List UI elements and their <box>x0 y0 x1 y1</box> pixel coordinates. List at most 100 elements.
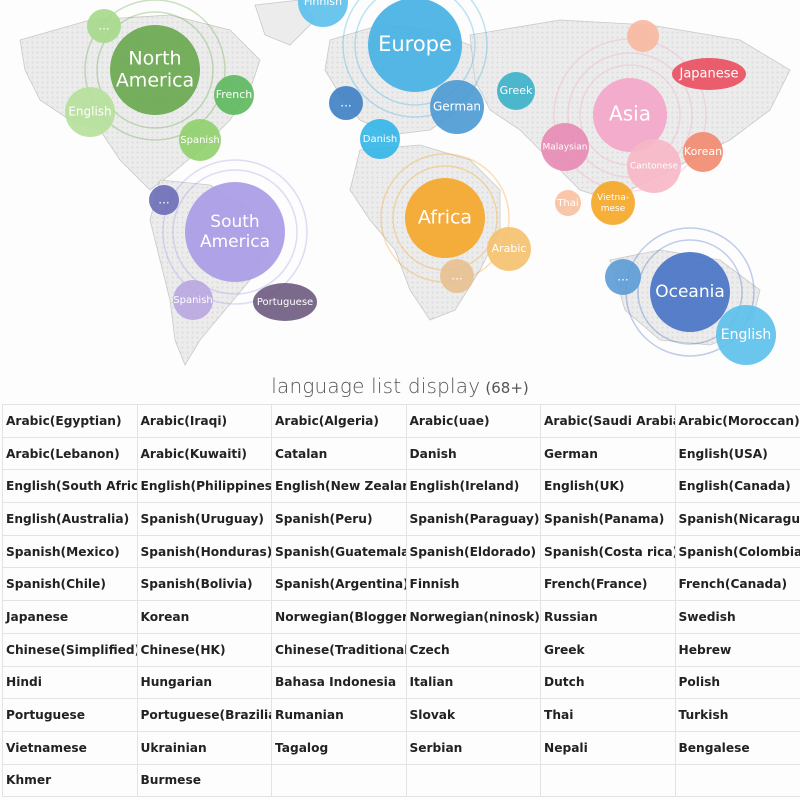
language-cell: Spanish(Chile) <box>2 567 138 602</box>
language-bubble-na-spanish: Spanish <box>179 119 221 161</box>
language-row: English(South Africa)English(Philippines… <box>2 469 800 504</box>
region-bubble-europe: Europe <box>342 0 488 118</box>
language-bubble-label: Portuguese <box>257 297 313 308</box>
language-cell: Spanish(Paraguay) <box>405 502 541 536</box>
language-cell: Rumanian <box>271 698 407 732</box>
language-bubble-shape <box>173 280 213 320</box>
language-cell: English(UK) <box>540 469 676 504</box>
language-bubble-label: Vietna- <box>597 193 629 203</box>
language-cell: Tagalog <box>271 730 407 765</box>
language-bubble-shape <box>627 139 681 193</box>
language-list-table: Arabic(Egyptian)Arabic(Iraqi)Arabic(Alge… <box>2 404 800 798</box>
language-cell: English(Ireland) <box>405 469 541 504</box>
language-bubble-label: ... <box>451 269 462 283</box>
language-bubble-shape <box>591 181 635 225</box>
language-bubble-af-arabic: Arabic <box>487 227 531 271</box>
language-cell <box>405 763 541 798</box>
language-cell: Spanish(Colombian) <box>674 534 800 569</box>
language-bubble-eu-more: ... <box>329 86 363 120</box>
language-bubble-label: Arabic <box>492 242 527 255</box>
region-ring <box>162 159 308 305</box>
language-bubble-shape <box>360 119 400 159</box>
language-cell: Ukrainian <box>136 730 272 765</box>
language-bubble-label: Malaysian <box>542 143 587 153</box>
language-cell <box>540 763 676 798</box>
language-bubble-shape <box>672 58 746 90</box>
region-circle <box>185 182 285 282</box>
region-ring <box>84 0 226 141</box>
language-cell: Arabic(Saudi Arabia) <box>540 404 676 438</box>
language-cell: Danish <box>405 436 541 471</box>
language-cell: Spanish(Eldorado) <box>405 534 541 569</box>
language-bubble-as-japanese: Japanese <box>672 58 746 90</box>
language-bubble-shape <box>149 185 179 215</box>
language-bubble-shape <box>683 132 723 172</box>
language-bubble-na-french: French <box>214 75 254 115</box>
language-cell: Chinese(Traditional) <box>271 632 407 667</box>
language-bubble-shape <box>497 72 535 110</box>
region-circle <box>368 0 462 92</box>
language-bubble-shape <box>605 259 641 295</box>
language-bubble-as-more <box>627 20 659 52</box>
language-bubble-label: Cantonese <box>630 162 678 172</box>
language-cell: Czech <box>405 632 541 667</box>
region-circle <box>110 25 200 115</box>
language-bubble-eu-greek: Greek <box>497 72 535 110</box>
language-bubble-na-more: ... <box>87 9 121 43</box>
language-bubble-label: Danish <box>363 134 398 145</box>
language-cell: German <box>540 436 676 471</box>
language-bubble-shape <box>253 283 317 321</box>
language-bubble-label: Korean <box>684 145 722 158</box>
language-cell <box>674 763 800 798</box>
language-cell: Bahasa Indonesia <box>271 665 407 700</box>
language-cell: Chinese(Simplified) <box>2 632 138 667</box>
language-cell: Arabic(uae) <box>405 404 541 438</box>
language-cell: Portuguese <box>2 698 138 732</box>
language-bubble-label: Finnish <box>304 0 342 8</box>
language-cell: Greek <box>540 632 676 667</box>
region-ring <box>637 239 743 345</box>
heading-text: language list display <box>271 374 481 398</box>
language-cell: Norwegian(ninosk) <box>405 600 541 634</box>
language-cell: Nepali <box>540 730 676 765</box>
language-bubble-shape <box>179 119 221 161</box>
language-bubble-eu-danish: Danish <box>360 119 400 159</box>
language-cell: Korean <box>136 600 272 634</box>
language-cell: Slovak <box>405 698 541 732</box>
language-cell: Japanese <box>2 600 138 634</box>
region-label: Africa <box>418 207 472 229</box>
language-row: Spanish(Mexico)Spanish(Honduras)Spanish(… <box>2 534 800 569</box>
language-bubbles: NorthAmericaEuropeAsiaSouthAmericaAfrica… <box>65 0 776 365</box>
region-label: America <box>200 232 270 252</box>
language-bubble-sa-portuguese: Portuguese <box>253 283 317 321</box>
language-bubble-as-malaysian: Malaysian <box>541 123 589 171</box>
language-cell: Italian <box>405 665 541 700</box>
heading-count: (68+) <box>485 379 529 397</box>
language-bubble-label: English <box>721 327 772 343</box>
language-cell: Swedish <box>674 600 800 634</box>
region-label: Europe <box>378 32 452 56</box>
language-cell: French(France) <box>540 567 676 602</box>
region-ring <box>172 169 298 295</box>
language-bubble-shape <box>716 305 776 365</box>
language-bubble-shape <box>298 0 348 27</box>
language-cell: Spanish(Bolivia) <box>136 567 272 602</box>
region-label: South <box>210 212 259 232</box>
language-cell: English(New Zealand) <box>271 469 407 504</box>
language-cell: Spanish(Honduras) <box>136 534 272 569</box>
region-ring <box>354 0 476 106</box>
language-cell: Vietnamese <box>2 730 138 765</box>
language-bubble-shape <box>214 75 254 115</box>
language-bubble-label: Thai <box>556 198 578 209</box>
language-bubble-label: French <box>216 88 253 101</box>
language-bubble-na-english: English <box>65 87 115 137</box>
language-cell: Polish <box>674 665 800 700</box>
language-row: Spanish(Chile)Spanish(Bolivia)Spanish(Ar… <box>2 567 800 602</box>
language-list-body: Arabic(Egyptian)Arabic(Iraqi)Arabic(Alge… <box>2 404 800 798</box>
language-cell: Chinese(HK) <box>136 632 272 667</box>
